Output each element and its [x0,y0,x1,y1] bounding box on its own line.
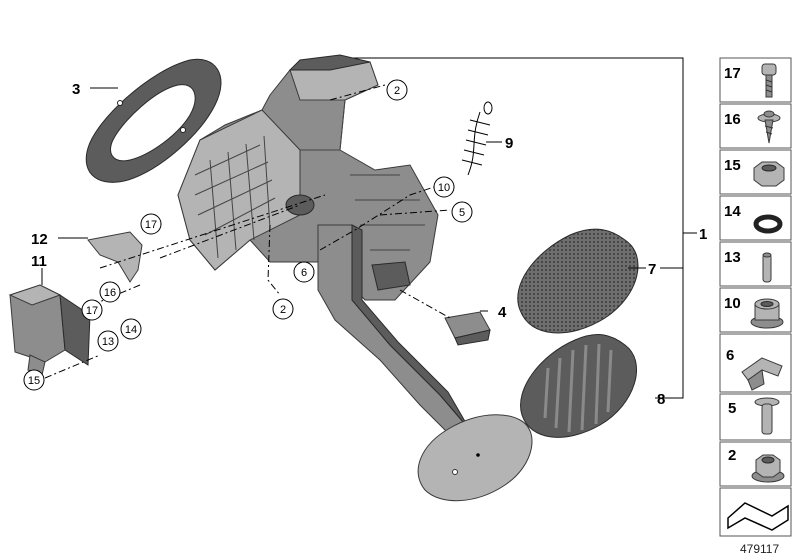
tapping-screw-icon [757,110,781,144]
pedal-switch [444,311,491,346]
callout-7: 7 [648,261,656,278]
textured-pedal-pad [517,228,639,334]
return-spring [461,101,493,176]
svg-text:10: 10 [438,182,450,194]
o-ring-icon [753,214,783,234]
parts-list-item: 15 [719,149,792,195]
svg-text:6: 6 [726,347,734,364]
callout-10: 10 [433,176,455,198]
bracket-symbol-icon [727,502,789,531]
svg-text:2: 2 [728,447,736,464]
image-number: 479117 [740,542,779,556]
callout-17-lower: 17 [81,299,103,321]
callout-15: 15 [23,369,45,391]
hex-nut-icon [753,161,785,187]
callout-13: 13 [97,330,119,352]
svg-text:16: 16 [724,111,741,128]
callout-17-upper: 17 [140,213,162,235]
collar-nut-icon [751,454,785,483]
callout-3: 3 [72,81,80,98]
parts-list: 17 16 15 [719,57,792,537]
callout-14: 14 [120,318,142,340]
leader-lines [41,87,646,312]
callout-2-top: 2 [386,79,408,101]
torx-bolt-icon [761,63,777,98]
svg-text:14: 14 [724,203,741,220]
ribbed-pedal-pad [520,334,637,438]
parts-list-item: 14 [719,195,792,241]
parts-list-item: 6 [719,333,792,393]
callout-6: 6 [293,261,315,283]
parts-list-item: 10 [719,287,792,333]
svg-text:17: 17 [86,305,98,317]
parts-list-item [719,487,792,537]
clip-icon [741,357,783,391]
svg-text:17: 17 [724,65,741,82]
svg-text:15: 15 [724,157,741,174]
bolt-icon [754,397,780,435]
parts-list-item: 5 [719,393,792,441]
svg-text:2: 2 [394,85,400,97]
svg-text:17: 17 [145,219,157,231]
bushing-icon [750,298,784,329]
svg-text:15: 15 [28,375,40,387]
callout-9: 9 [505,135,513,152]
parts-list-item: 13 [719,241,792,287]
callout-16: 16 [99,281,121,303]
svg-text:13: 13 [102,336,114,348]
parts-list-item: 16 [719,103,792,149]
svg-text:16: 16 [104,287,116,299]
group-bracket-1 [352,57,697,399]
gasket-ring-part [85,58,222,183]
svg-text:14: 14 [125,324,137,336]
pedal-plate [417,414,533,502]
callout-5: 5 [451,201,473,223]
sensor-bracket [87,231,143,283]
svg-text:10: 10 [724,295,741,312]
pin-icon [762,252,772,283]
callout-4: 4 [498,304,507,321]
svg-text:5: 5 [459,207,465,219]
parts-list-item: 2 [719,441,792,487]
pedal-sensor [8,284,91,376]
parts-list-item: 17 [719,57,792,103]
svg-text:6: 6 [301,267,307,279]
callout-8: 8 [657,391,665,408]
callout-2-bottom: 2 [272,298,294,320]
callout-1: 1 [699,226,707,243]
svg-text:13: 13 [724,249,741,266]
svg-text:5: 5 [728,400,736,417]
callout-11: 11 [31,253,47,270]
callout-12: 12 [31,231,48,248]
svg-text:2: 2 [280,304,286,316]
